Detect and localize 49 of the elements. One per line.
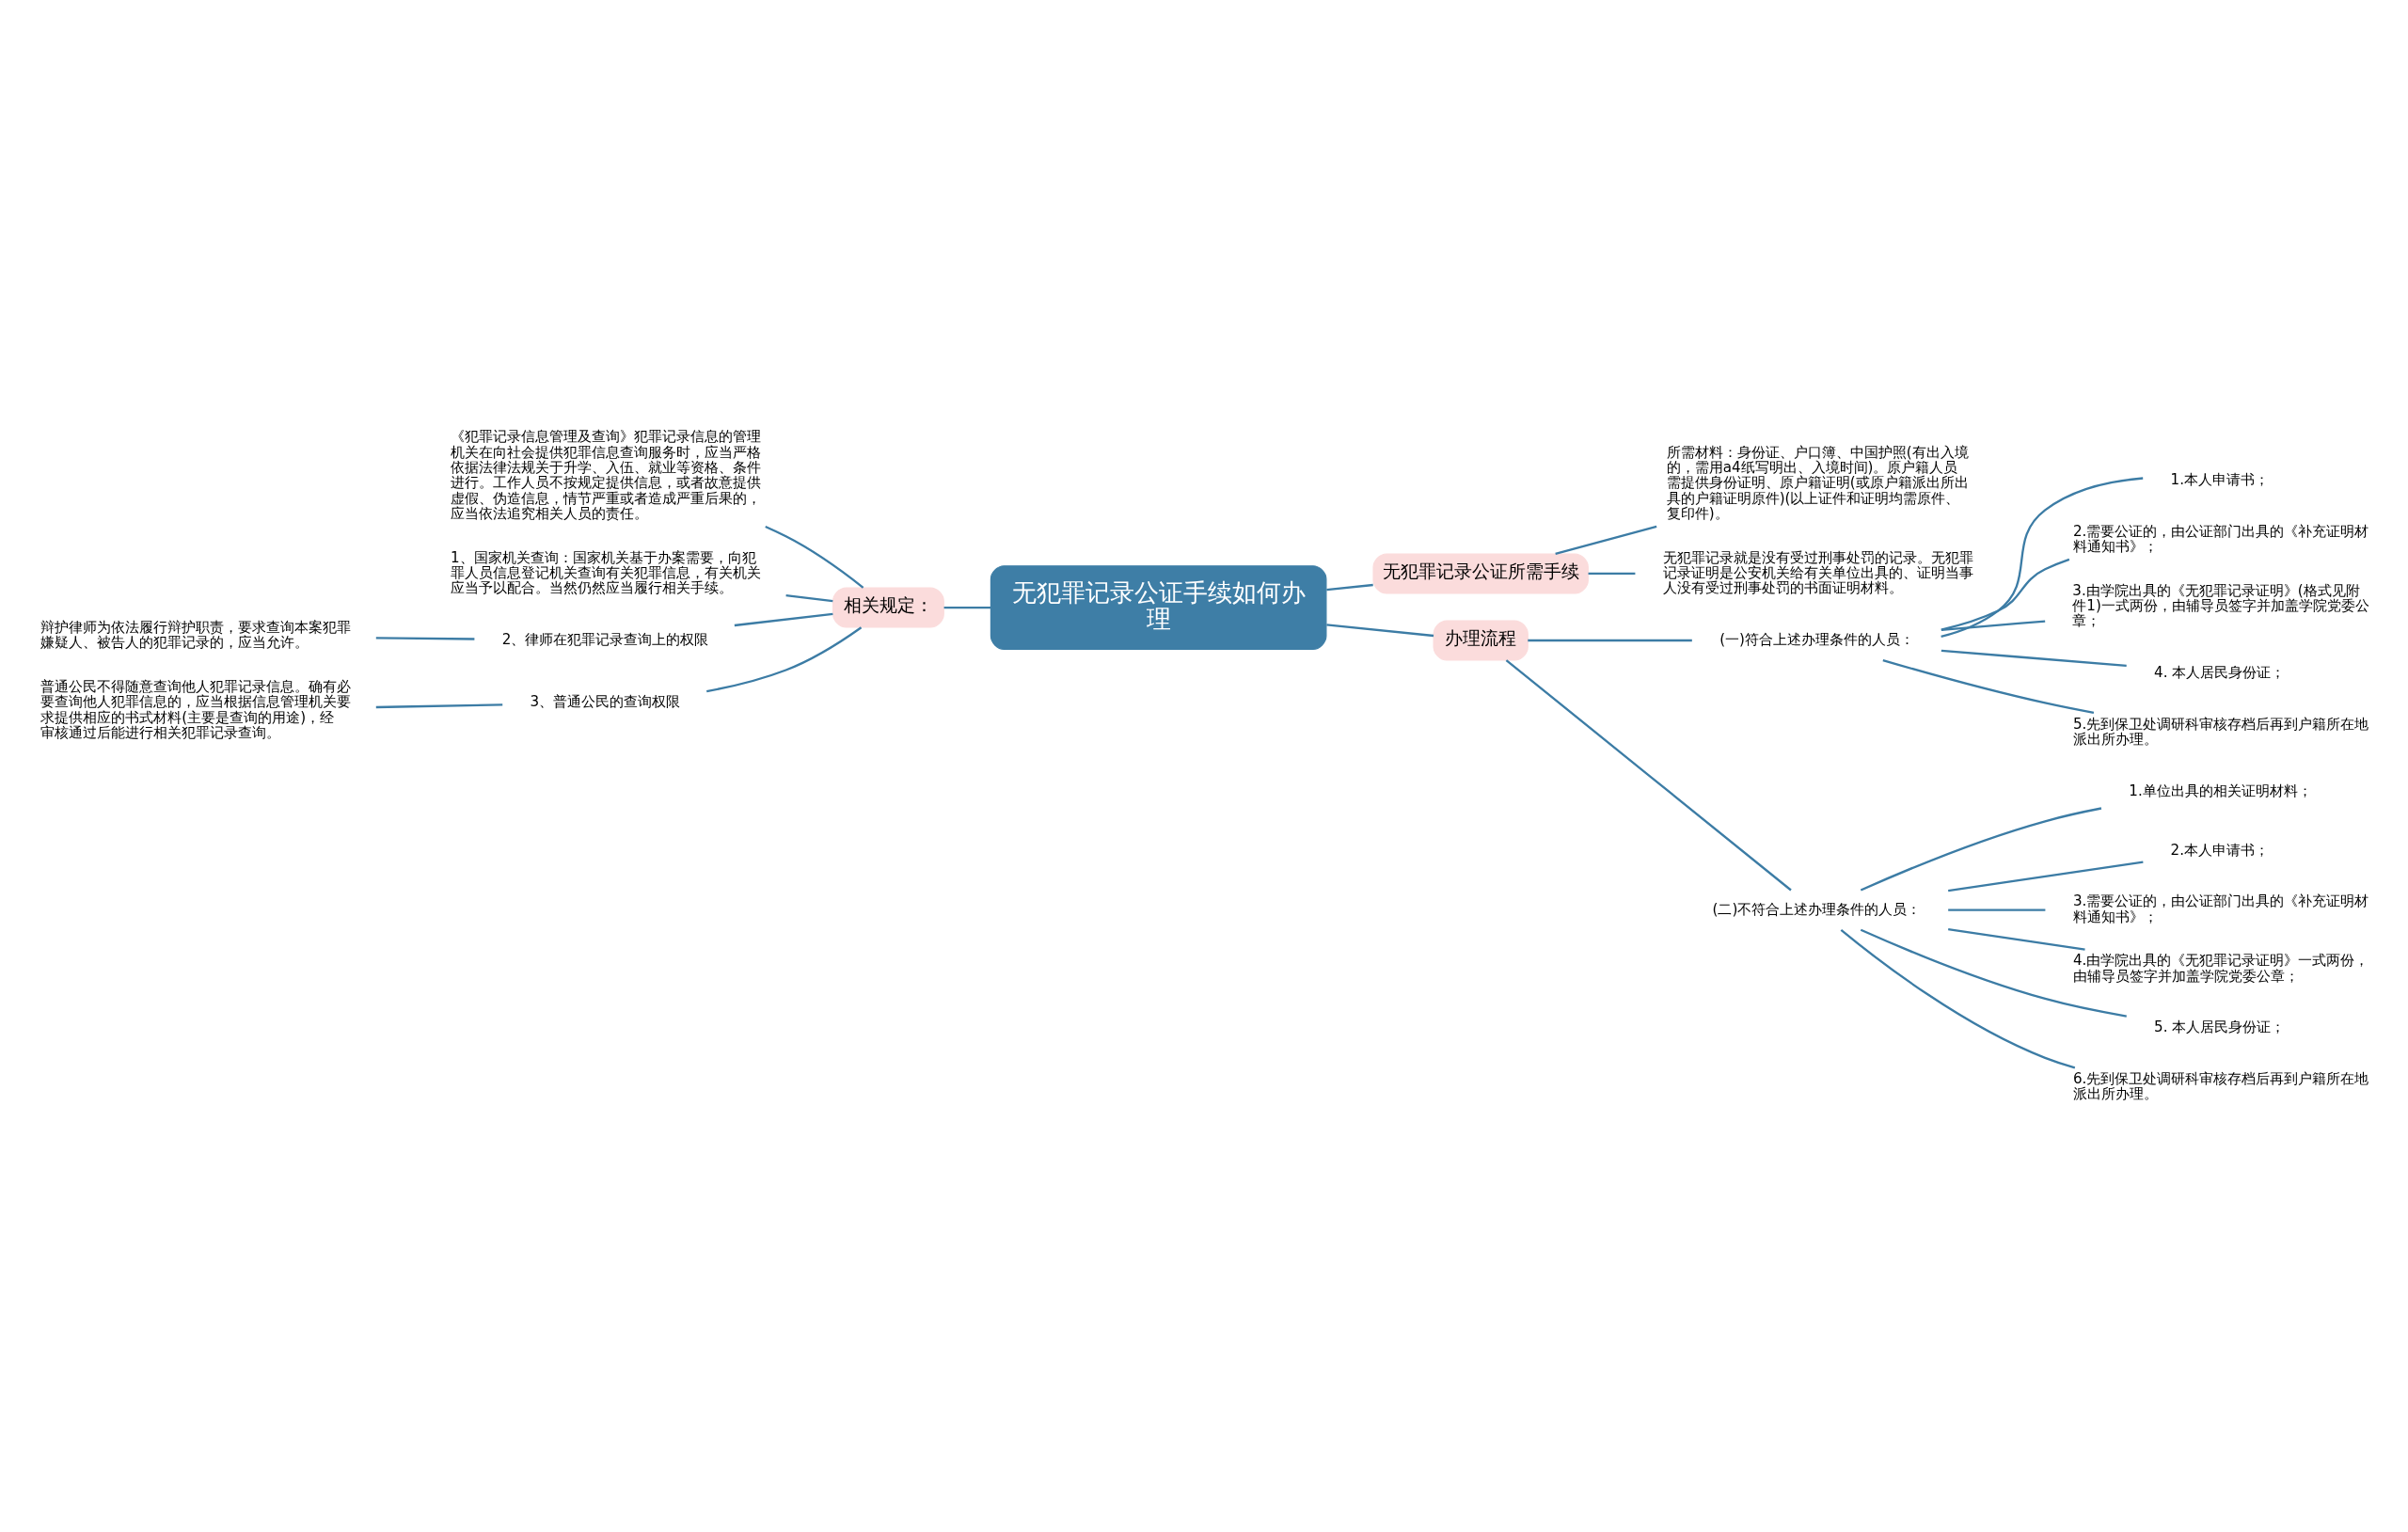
node-text: 所需材料：身份证、户口簿、中国护照(有出入境的，需用a4纸写明出、入境时间)。原户籍人员需提供身份证明、原户籍证明(或原户籍派出所出具的户籍证明原件)(以上证件和证明均需原件、复印件)。 <box>1666 443 1969 522</box>
node-text: 无犯罪记录就是没有受过刑事处罚的记录。无犯罪记录证明是公安机关给有关单位出具的、证明当事人没有受过刑事处罚的书面证明材料。 <box>1662 548 1973 596</box>
node-text: 2、律师在犯罪记录查询上的权限 <box>501 630 709 648</box>
node-text: 4.由学院出具的《无犯罪记录证明》一式两份，由辅导员签字并加盖学院党委公章； <box>2072 951 2369 985</box>
connector <box>1840 928 2076 1068</box>
node-text: 1.单位出具的相关证明材料； <box>2129 782 2312 799</box>
node-box: 无犯罪记录公证所需手续 <box>1372 552 1589 593</box>
connector <box>1941 476 2144 638</box>
connector <box>1948 927 2085 951</box>
node-text: 5.先到保卫处调研科审核存档后再到户籍所在地派出所办理。 <box>2072 715 2369 748</box>
node-box: 相关规定： <box>832 587 944 628</box>
connector <box>1948 908 2046 911</box>
node-text: 《犯罪记录信息管理及查询》犯罪记录信息的管理机关在向社会提供犯罪信息查询服务时，应当严格依据法律法规关于升学、入伍、就业等资格、条件进行。工作人员不按规定提供信息，或者故意提供虚假、伪造信息，情节严重或者造成严重后果的，应当依法追究相关人员的责任。 <box>451 427 762 522</box>
node-text: 3、普通公民的查询权限 <box>530 692 681 710</box>
connector <box>1326 623 1434 637</box>
node-box: 办理流程 <box>1433 619 1529 661</box>
node-text: 5. 本人居民身份证； <box>2154 1018 2286 1035</box>
connector <box>375 636 475 640</box>
connector <box>1860 928 2127 1018</box>
node-box: 无犯罪记录公证手续如何办理 <box>990 564 1327 650</box>
connector <box>1948 860 2144 892</box>
connector <box>1555 525 1657 555</box>
node-text: 1.本人申请书； <box>2170 470 2270 488</box>
connector <box>785 593 833 602</box>
connector <box>1860 806 2102 892</box>
node-text: 3.需要公证的，由公证部门出具的《补充证明材料通知书》； <box>2072 892 2369 925</box>
node-text: 2.本人申请书； <box>2170 841 2270 859</box>
node-text: 4. 本人居民身份证； <box>2154 663 2286 681</box>
node-text: 辩护律师为依法履行辩护职责，要求查询本案犯罪嫌疑人、被告人的犯罪记录的，应当允许。 <box>40 618 352 651</box>
connector <box>1941 649 2127 667</box>
node-text: 1、国家机关查询：国家机关基于办案需要，向犯罪人员信息登记机关查询有关犯罪信息，有关机关应当予以配合。当然仍然应当履行相关手续。 <box>451 548 762 596</box>
connector <box>734 612 833 626</box>
node-text: 3.由学院出具的《无犯罪记录证明》(格式见附件1)一式两份，由辅导员签字并加盖学院党委公章； <box>2072 581 2369 629</box>
node-text: 2.需要公证的，由公证部门出具的《补充证明材料通知书》； <box>2072 522 2369 555</box>
connector <box>1941 558 2070 631</box>
connector <box>1588 572 1636 575</box>
connector <box>1941 619 2046 631</box>
connector <box>375 703 503 708</box>
connector <box>1882 658 2095 714</box>
connector <box>943 606 991 608</box>
connector <box>706 625 863 692</box>
connector <box>1528 639 1692 641</box>
connector <box>1326 583 1373 591</box>
connector <box>1505 658 1792 891</box>
node-text: 6.先到保卫处调研科审核存档后再到户籍所在地派出所办理。 <box>2072 1069 2369 1102</box>
node-text: (二)不符合上述办理条件的人员： <box>1712 900 1922 918</box>
node-text: (一)符合上述办理条件的人员： <box>1719 630 1914 648</box>
node-text: 普通公民不得随意查询他人犯罪记录信息。确有必要查询他人犯罪信息的，应当根据信息管理机关要求提供相应的书式材料(主要是查询的用途)，经审核通过后能进行相关犯罪记录查询。 <box>40 677 352 741</box>
connector <box>765 525 864 589</box>
